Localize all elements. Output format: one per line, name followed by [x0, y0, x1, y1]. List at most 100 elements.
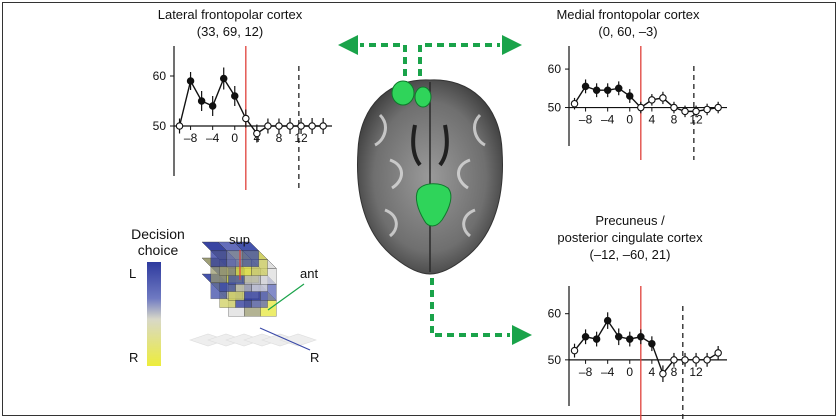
axis-r: R [259, 327, 319, 365]
precuneus-coords: (–12, –60, 21) [589, 247, 671, 262]
data-point [592, 86, 601, 94]
precuneus-title-block: Precuneus / posterior cingulate cortex (… [510, 212, 750, 263]
data-point [253, 129, 261, 138]
data-point [219, 74, 228, 83]
data-point [319, 122, 327, 130]
data-point [264, 122, 272, 130]
data-point [570, 346, 579, 355]
data-point [603, 316, 612, 325]
decision-legend-title-line1: Decision [131, 226, 185, 242]
data-point [242, 114, 250, 123]
voxel-cube [189, 241, 317, 347]
medial-fp-chart: 50 60 –8 –4 0 4 8 12 [548, 46, 727, 160]
data-point [714, 349, 722, 357]
axis-ant: ant [267, 266, 318, 311]
x-tick-label: 8 [671, 365, 678, 379]
precuneus-subtitle: posterior cingulate cortex [557, 230, 703, 245]
data-point [670, 103, 678, 112]
data-point [208, 102, 217, 110]
x-tick-label: –4 [206, 131, 220, 145]
y-tick-label: 60 [153, 69, 167, 83]
axis-sup: sup [229, 232, 250, 280]
y-tick-label: 50 [548, 353, 562, 367]
data-point [692, 356, 700, 364]
data-point [231, 92, 239, 100]
arrow-to-lateral-fp [338, 35, 407, 88]
y-tick-label: 60 [548, 307, 562, 321]
data-point [581, 82, 590, 91]
arrow-to-precuneus [430, 230, 532, 345]
x-tick-label: 4 [649, 113, 656, 127]
y-tick-label: 60 [548, 62, 562, 76]
data-point [614, 84, 623, 93]
x-tick-label: 0 [626, 365, 633, 379]
data-point [692, 107, 700, 116]
medial-fp-title-block: Medial frontopolar cortex (0, 60, –3) [518, 6, 738, 40]
x-tick-label: 8 [276, 131, 283, 145]
data-point [603, 86, 612, 94]
voxel-front [210, 250, 227, 267]
decision-legend: L R [129, 262, 161, 366]
x-tick-label: –4 [601, 365, 615, 379]
data-point [197, 97, 206, 105]
ant-label: ant [300, 266, 318, 281]
data-point [670, 356, 678, 364]
lateral-fp-title-block: Lateral frontopolar cortex (33, 69, 12) [120, 6, 340, 40]
data-point [703, 105, 711, 114]
data-point [681, 107, 689, 116]
data-point [581, 333, 590, 341]
medial-fp-coords: (0, 60, –3) [598, 24, 658, 39]
data-point [637, 103, 645, 112]
x-tick-label: –8 [579, 365, 593, 379]
decision-legend-title-line2: choice [137, 242, 179, 258]
data-point [286, 122, 294, 130]
y-tick-label: 50 [548, 101, 562, 115]
data-point [659, 369, 667, 378]
data-point [659, 94, 667, 102]
x-tick-label: 12 [294, 131, 308, 145]
precuneus-chart: 50 60 –8 –4 0 4 8 12 [548, 286, 727, 420]
x-tick-label: 0 [231, 131, 238, 145]
x-tick-label: 4 [649, 365, 656, 379]
voxel-cube-diagram: sup ant R [189, 232, 319, 365]
data-point [703, 356, 711, 364]
decision-legend-title: Decision choice [118, 226, 198, 258]
sup-label: sup [229, 232, 250, 247]
data-point [308, 122, 316, 130]
data-point [275, 122, 283, 130]
x-tick-label: –8 [184, 131, 198, 145]
lateral-fp-coords: (33, 69, 12) [196, 24, 264, 39]
data-point [626, 335, 634, 343]
x-tick-label: 0 [626, 113, 633, 127]
data-point [592, 335, 601, 343]
data-point [648, 339, 656, 348]
decision-colorbar [147, 262, 161, 366]
data-point [570, 99, 579, 108]
voxel-front [242, 250, 260, 267]
data-point [626, 92, 634, 100]
r-label: R [310, 350, 319, 365]
figure-frame [2, 2, 836, 416]
axial-brain-slice [357, 79, 503, 275]
data-point [297, 122, 305, 130]
x-tick-label: 8 [671, 113, 678, 127]
brain-diagram [338, 35, 532, 345]
precuneus-title: Precuneus / [595, 213, 665, 228]
x-tick-label: –8 [579, 113, 593, 127]
medial-fp-title: Medial frontopolar cortex [556, 7, 700, 22]
x-tick-label: 12 [689, 365, 703, 379]
data-point [714, 103, 722, 112]
y-tick-label: 50 [153, 119, 167, 133]
legend-bottom-label: R [129, 350, 138, 365]
x-tick-label: –4 [601, 113, 615, 127]
data-point [681, 356, 689, 364]
legend-top-label: L [129, 266, 136, 281]
data-point [637, 333, 645, 341]
x-tick-label: 12 [689, 113, 703, 127]
data-point [614, 333, 623, 341]
lateral-fp-title: Lateral frontopolar cortex [157, 7, 303, 22]
data-point [175, 122, 184, 130]
cube-shadow-tile [279, 333, 317, 347]
